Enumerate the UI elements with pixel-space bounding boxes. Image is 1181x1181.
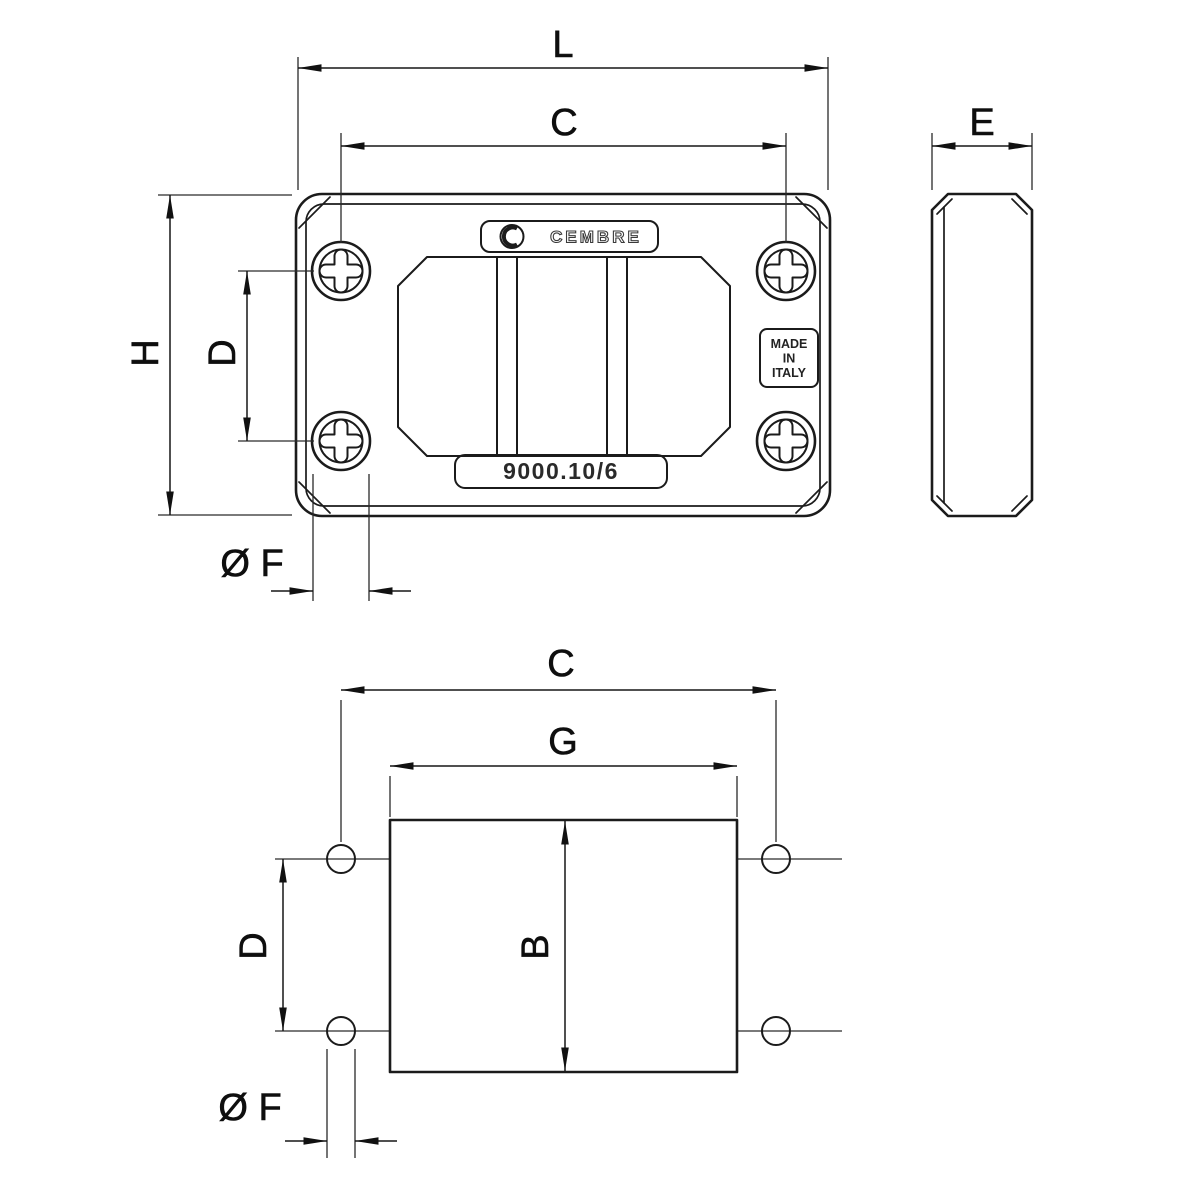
screw-recess-icon	[318, 248, 364, 294]
corner-chamfer-line	[795, 196, 828, 229]
mounting-hole-top-right	[761, 844, 791, 874]
mounting-hole-top-left	[326, 844, 356, 874]
made-in-line-3: ITALY	[772, 366, 807, 380]
dim-label-b: B	[515, 934, 557, 959]
screw-recess-icon	[763, 248, 809, 294]
plate-outline	[294, 192, 832, 518]
dim-label-g: G	[548, 721, 578, 763]
made-in-line-1: MADE	[771, 337, 808, 351]
corner-chamfer-line	[936, 495, 953, 512]
dim-label-h: H	[125, 339, 167, 366]
mounting-hole-bottom-left	[326, 1016, 356, 1046]
corner-chamfer-line	[1011, 495, 1028, 512]
dim-F-bottom: Ø F	[218, 1049, 397, 1158]
dim-label-c-bottom: C	[547, 643, 574, 685]
dim-C-bottom: C	[340, 643, 777, 842]
dim-B: B	[515, 821, 569, 1071]
corner-chamfer-line	[298, 196, 331, 229]
side-view	[930, 192, 1034, 518]
dim-F-front: Ø F	[220, 474, 411, 601]
dim-label-d-front: D	[202, 339, 244, 366]
corner-chamfer-line	[936, 198, 953, 215]
brand-plate-outline	[480, 220, 659, 253]
dim-G: G	[389, 721, 738, 817]
corner-chamfer-line	[795, 481, 828, 514]
dim-E: E	[931, 102, 1033, 190]
screw-recess-icon	[763, 418, 809, 464]
corner-chamfer-line	[1011, 198, 1028, 215]
model-plate-outline	[454, 454, 668, 489]
dim-label-l: L	[552, 24, 573, 66]
dim-D-bottom: D	[233, 859, 287, 1031]
brand-label: CEMBRE	[550, 228, 642, 247]
plate-inner-rim	[305, 203, 821, 507]
mounting-hole-bottom-right	[761, 1016, 791, 1046]
made-in-italy-plate: MADE IN ITALY	[759, 328, 819, 388]
cembre-logo-icon	[499, 224, 525, 249]
dim-D-front: D	[202, 270, 314, 442]
bottom-view	[275, 818, 842, 1074]
dim-C-front: C	[340, 102, 787, 243]
center-block-outline	[397, 256, 731, 457]
logo-c-mark	[501, 225, 518, 248]
model-label: 9000.10/6	[503, 458, 619, 484]
dim-label-f-bottom: Ø F	[218, 1087, 281, 1129]
screw-boss-circle	[755, 410, 817, 472]
made-in-italy-outline	[759, 328, 819, 388]
screw-hole-bottom-right	[755, 410, 817, 472]
logo-circle	[499, 224, 525, 249]
dim-label-e: E	[969, 102, 994, 144]
mounting-body-outline	[388, 818, 739, 1074]
brand-plate: CEMBRE	[480, 220, 659, 253]
side-outline	[930, 192, 1034, 518]
model-plate: 9000.10/6	[454, 454, 668, 489]
corner-chamfer-line	[298, 481, 331, 514]
made-in-line-2: IN	[783, 352, 796, 366]
dim-label-c-front: C	[550, 102, 577, 144]
dim-label-d-bottom: D	[233, 932, 275, 959]
dim-L: L	[297, 24, 829, 190]
screw-recess-icon	[318, 418, 364, 464]
dim-label-f-front: Ø F	[220, 543, 283, 585]
dim-H: H	[125, 194, 292, 516]
